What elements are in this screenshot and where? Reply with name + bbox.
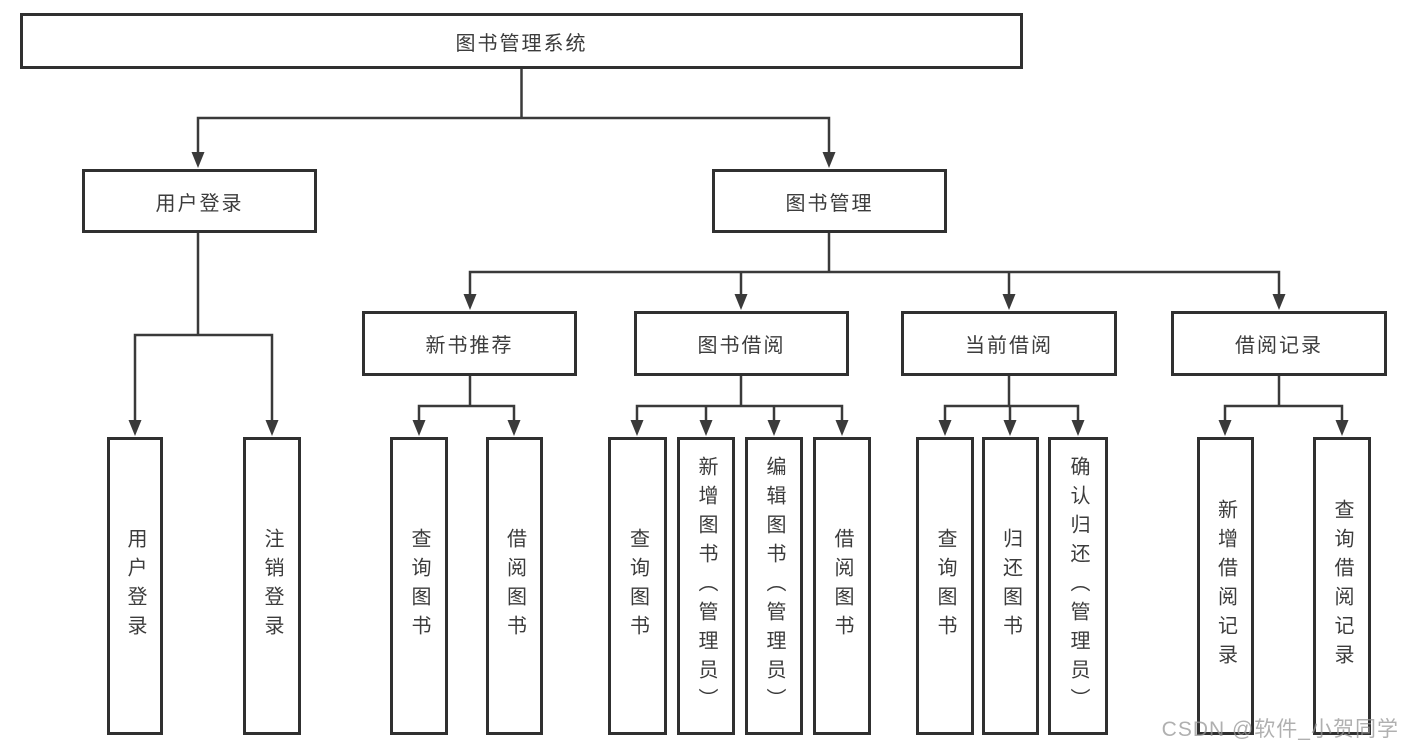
node-label: 确认归还（管理员） — [1067, 455, 1089, 717]
arrowhead-icon — [630, 420, 644, 436]
node-label: 图书管理 — [785, 192, 874, 215]
arrowhead-icon — [191, 152, 205, 168]
leaf-borrow-books-borrowing: 借阅图书 — [813, 437, 871, 735]
node-label: 查询图书 — [408, 528, 430, 644]
node-label: 当前借阅 — [965, 335, 1053, 357]
arrowheads — [128, 152, 1349, 436]
watermark: CSDN @软件_小贺同学 — [1161, 718, 1399, 741]
leaf-confirm-return-admin: 确认归还（管理员） — [1048, 437, 1108, 735]
arrowhead-icon — [412, 420, 426, 436]
node-borrowing-records: 借阅记录 — [1171, 311, 1387, 376]
arrowhead-icon — [1335, 420, 1349, 436]
leaf-logout: 注销登录 — [243, 437, 301, 735]
node-book-borrowing: 图书借阅 — [634, 311, 849, 376]
arrowhead-icon — [1272, 294, 1286, 310]
arrowhead-icon — [265, 420, 279, 436]
node-user-login: 用户登录 — [82, 169, 317, 233]
leaf-return-books: 归还图书 — [982, 437, 1039, 735]
arrowhead-icon — [938, 420, 952, 436]
arrowhead-icon — [1071, 420, 1085, 436]
arrowhead-icon — [1218, 420, 1232, 436]
node-label: 新增图书（管理员） — [695, 455, 717, 717]
arrowhead-icon — [463, 294, 477, 310]
node-book-management: 图书管理 — [712, 169, 947, 233]
node-label: 图书借阅 — [697, 335, 786, 357]
leaf-user-login: 用户登录 — [107, 437, 163, 735]
node-label: 查询图书 — [934, 528, 956, 644]
tree-edges — [133, 67, 1344, 424]
node-label: 编辑图书（管理员） — [763, 455, 785, 717]
arrowhead-icon — [767, 420, 781, 436]
node-label: 用户登录 — [155, 192, 244, 215]
leaf-add-borrow-record: 新增借阅记录 — [1197, 437, 1254, 735]
arrowhead-icon — [734, 294, 748, 310]
arrowhead-icon — [1002, 294, 1016, 310]
node-label: 借阅图书 — [503, 528, 526, 644]
leaf-borrow-books-recommend: 借阅图书 — [486, 437, 543, 735]
arrowhead-icon — [507, 420, 521, 436]
node-root: 图书管理系统 — [20, 13, 1023, 69]
node-label: 归还图书 — [999, 528, 1022, 644]
leaf-query-borrow-record: 查询借阅记录 — [1313, 437, 1371, 735]
arrowhead-icon — [1003, 420, 1017, 436]
arrowhead-icon — [128, 420, 142, 436]
node-label: 注销登录 — [261, 528, 283, 644]
leaf-query-books-borrowing: 查询图书 — [608, 437, 667, 735]
node-label: 借阅图书 — [831, 528, 853, 644]
node-new-book-recommend: 新书推荐 — [362, 311, 577, 376]
arrowhead-icon — [699, 420, 713, 436]
leaf-query-books-current: 查询图书 — [916, 437, 974, 735]
node-label: 图书管理系统 — [455, 32, 588, 55]
leaf-edit-books-admin: 编辑图书（管理员） — [745, 437, 803, 735]
arrowhead-icon — [835, 420, 849, 436]
arrowhead-icon — [822, 152, 836, 168]
leaf-query-books-recommend: 查询图书 — [390, 437, 448, 735]
node-label: 查询图书 — [626, 528, 649, 644]
node-label: 查询借阅记录 — [1331, 499, 1353, 673]
node-label: 新增借阅记录 — [1214, 499, 1237, 673]
node-label: 用户登录 — [124, 528, 146, 644]
leaf-add-books-admin: 新增图书（管理员） — [677, 437, 735, 735]
node-label: 借阅记录 — [1235, 335, 1323, 357]
node-current-borrowing: 当前借阅 — [901, 311, 1117, 376]
node-label: 新书推荐 — [425, 335, 514, 357]
